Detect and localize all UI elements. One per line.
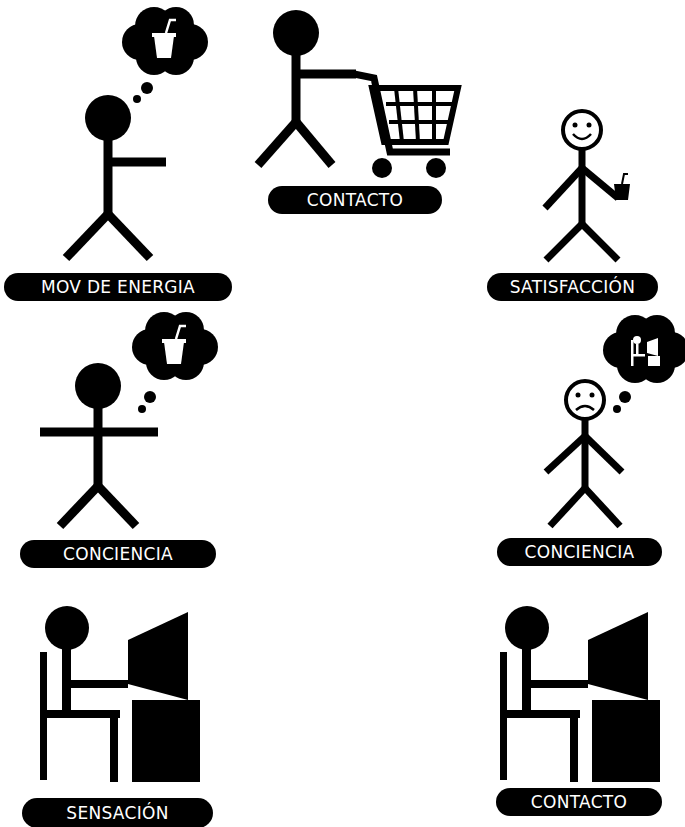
stick-figure — [545, 150, 618, 260]
stage-label: CONTACTO — [307, 190, 403, 210]
cup-icon — [614, 174, 630, 200]
label-pill: SENSACIÓN — [22, 798, 213, 827]
stick-figure — [258, 55, 356, 165]
label-pill: SATISFACCIÓN — [487, 273, 658, 301]
stage-label: CONTACTO — [531, 792, 627, 812]
stick-figure — [66, 140, 166, 258]
figure-head — [85, 95, 131, 141]
stick-figure — [40, 408, 158, 526]
label-pill: CONCIENCIA — [20, 540, 216, 568]
label-pill: CONCIENCIA — [497, 538, 662, 566]
thought-bubble — [122, 7, 208, 103]
thought-bubble — [132, 312, 218, 413]
desk-figure — [500, 606, 660, 782]
desk-figure — [40, 606, 200, 782]
shopping-cart — [354, 74, 458, 178]
figure-head — [273, 10, 319, 56]
sad-face — [566, 381, 604, 419]
figure-head — [75, 363, 121, 409]
happy-face — [563, 111, 601, 149]
label-pill: CONTACTO — [496, 788, 662, 816]
stick-figure — [546, 420, 622, 526]
stage-label: CONCIENCIA — [525, 542, 635, 562]
stage-label: MOV DE ENERGIA — [41, 277, 195, 297]
stage-label: CONCIENCIA — [63, 544, 173, 564]
stage-label: SENSACIÓN — [66, 803, 168, 823]
stage-label: SATISFACCIÓN — [510, 277, 636, 297]
label-pill: MOV DE ENERGIA — [4, 273, 232, 301]
label-pill: CONTACTO — [268, 186, 442, 214]
thought-bubble — [603, 315, 685, 413]
